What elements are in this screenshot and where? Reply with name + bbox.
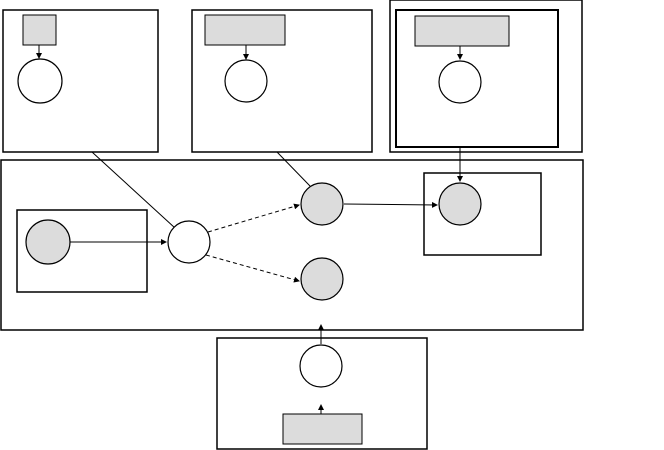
- top-right-circle: [438, 60, 482, 104]
- box-central-right: [423, 172, 542, 256]
- connector-upper-to-right: [343, 201, 438, 208]
- box-top-left: [2, 9, 159, 153]
- box-top-right-outer: [389, 0, 583, 153]
- top-right-rect: [414, 15, 510, 47]
- connector-top-middle-box-to-upper: [276, 151, 311, 187]
- box-bottom: [216, 337, 428, 450]
- box-central-left: [16, 209, 148, 293]
- box-central-panel: [0, 159, 584, 331]
- top-left-rect: [22, 14, 57, 46]
- top-left-circle: [17, 58, 63, 104]
- top-middle-circle: [224, 59, 268, 103]
- bottom-rect: [282, 413, 363, 445]
- connector-hub-to-upper-dashed: [207, 203, 300, 233]
- bottom-circle: [299, 344, 343, 388]
- central-hub-circle: [167, 220, 211, 264]
- connector-top-left-box-to-hub: [91, 151, 176, 229]
- central-upper-circle: [300, 182, 344, 226]
- central-lower-circle: [300, 257, 344, 301]
- central-right-circle: [438, 182, 482, 226]
- connector-hub-to-lower-dashed: [205, 254, 300, 283]
- box-top-right-inner: [395, 9, 559, 148]
- central-left-circle: [25, 219, 71, 265]
- top-middle-rect: [204, 14, 286, 46]
- box-top-middle: [191, 9, 373, 153]
